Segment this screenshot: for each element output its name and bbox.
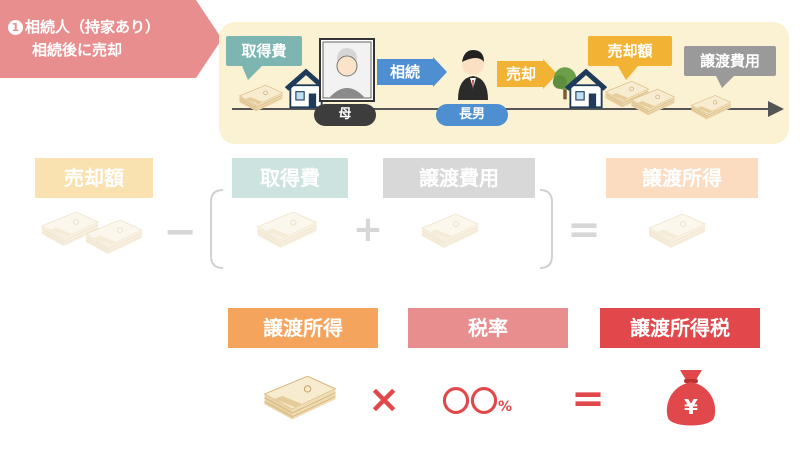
yen-symbol: ¥: [684, 395, 698, 419]
f1-acquisition-cost-label: 取得費: [232, 158, 348, 198]
equals-sign: =: [571, 376, 605, 422]
eldest-son-icon: [458, 50, 488, 100]
formula-1: 売却額 − 取得費 + 譲渡費用 = 譲渡所得: [0, 150, 800, 280]
eldest-son-label: 長男: [436, 104, 508, 126]
f1-equals-sign: =: [567, 207, 601, 253]
header-line1: 相続人（持家あり）: [25, 18, 161, 36]
transfer-cost-callout-pointer: [716, 76, 734, 88]
f1-acquisition-money-icon: [255, 212, 319, 250]
sale-label: 売却: [505, 65, 536, 83]
income-money-icon: [262, 376, 338, 422]
f1-money-icon-2: [84, 220, 144, 256]
rate-placeholder: 〇〇: [442, 385, 499, 418]
inheritance-arrow: 相続: [377, 57, 447, 87]
right-bracket: [539, 189, 553, 269]
f1-transfer-money-icon: [420, 214, 480, 250]
mother-portrait: [319, 38, 375, 102]
acquisition-money-icon: [238, 84, 284, 114]
acquisition-callout-pointer: [242, 66, 262, 80]
transfer-cost-label: 譲渡費用: [684, 46, 776, 76]
rate-percent-unit: %: [498, 399, 513, 415]
f1-income-money-icon: [646, 214, 708, 250]
transfer-income-label: 譲渡所得: [228, 308, 378, 348]
transfer-income-tax-label: 譲渡所得税: [600, 308, 760, 348]
sale-price-callout-pointer: [618, 66, 638, 80]
house-icon-2: [563, 66, 609, 110]
header-line2: 相続後に売却: [32, 41, 123, 59]
sale-arrow: 売却: [497, 59, 557, 89]
f1-transfer-cost-label: 譲渡費用: [383, 158, 535, 198]
transfer-money-icon: [690, 94, 732, 122]
left-bracket: [210, 189, 224, 269]
inheritance-label: 相続: [389, 63, 420, 81]
sale-money-icon-2: [630, 88, 676, 118]
minus-sign: −: [163, 209, 197, 255]
multiply-sign: ×: [368, 377, 400, 421]
acquisition-cost-label: 取得費: [226, 36, 302, 66]
sale-price-label: 売却額: [588, 36, 672, 66]
mother-icon: [322, 41, 372, 99]
f1-sale-price-label: 売却額: [35, 158, 153, 198]
plus-sign: +: [352, 209, 384, 250]
rate-value: 〇〇%: [442, 382, 512, 422]
tax-rate-label: 税率: [408, 308, 568, 348]
step-number-badge: 1: [8, 20, 23, 35]
yen-money-bag-icon: [666, 370, 716, 426]
f1-transfer-income-label: 譲渡所得: [606, 158, 758, 198]
header-tag: [0, 0, 222, 78]
mother-label: 母: [314, 104, 376, 126]
